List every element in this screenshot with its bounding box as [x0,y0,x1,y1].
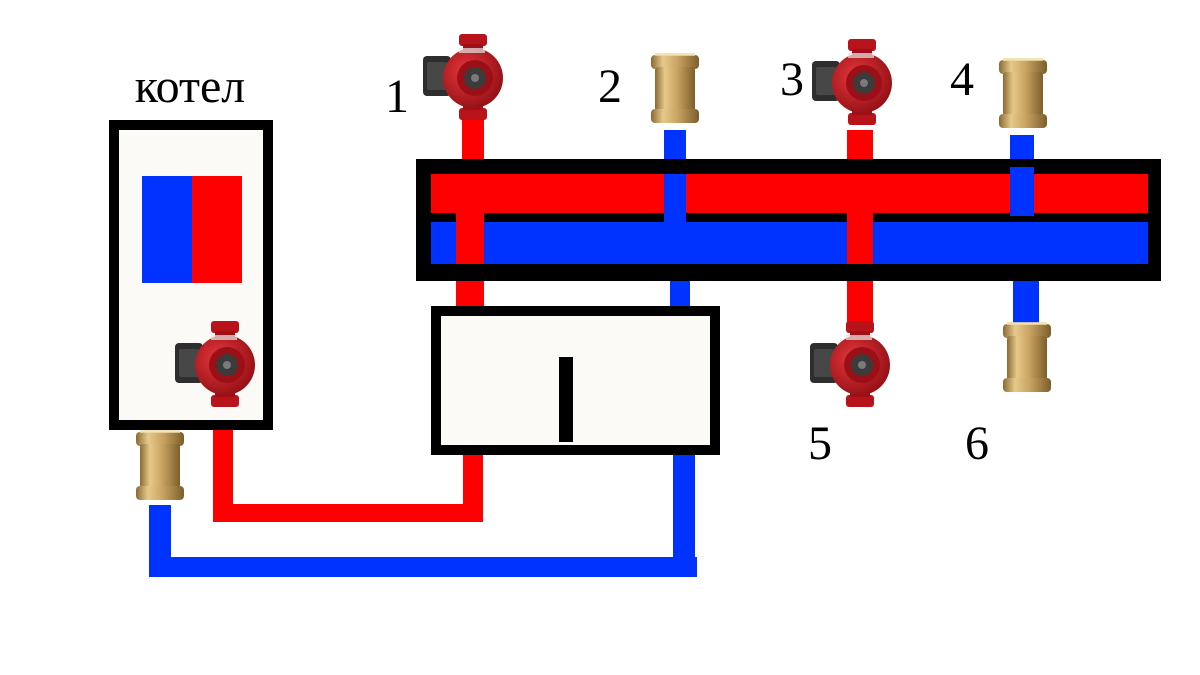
boiler-supply-pipe-vertical [213,427,233,522]
boiler-return-pipe-horizontal [149,557,697,577]
label-3: 3 [780,53,804,106]
label-4: 4 [950,53,974,106]
branch-numbers: 1 2 3 4 5 6 [385,53,989,470]
boiler-label: котел [135,60,245,113]
separator-body [431,306,720,455]
manifold-hot-channel [431,174,1148,213]
manifold-link-2 [664,174,686,222]
branch-6-pipe [1013,278,1039,323]
branch-1-pump-icon [423,34,503,120]
branch-5-pipe [847,278,873,323]
separator-baffle [559,357,573,442]
label-1: 1 [385,70,409,123]
label-6: 6 [965,417,989,470]
branch-3-pump-icon [812,39,892,125]
boiler-supply-pipe-horizontal [213,504,483,522]
boiler: котел [109,60,273,430]
label-5: 5 [808,417,832,470]
separator-return-outlet-pipe [673,452,695,577]
manifold-link-1 [456,212,484,264]
boiler-hot-indicator [192,176,242,283]
boiler-return-valve-icon [136,430,184,500]
distribution-manifold [416,159,1161,281]
boiler-cold-indicator [142,176,192,283]
manifold-cold-channel [431,222,1148,264]
label-2: 2 [598,60,622,113]
branch-1-pipe [462,120,484,165]
separator-supply-inlet-pipe [463,452,483,522]
manifold-link-5 [847,212,873,264]
manifold-link-4 [1010,167,1034,216]
boiler-circuit-pipes [149,427,697,577]
branch-6-valve-icon [1003,322,1051,392]
branch-4-valve-icon [999,58,1047,128]
separator-return-riser-pipe [670,278,690,310]
hydraulic-separator [431,306,720,455]
branch-5-pump-icon [810,321,890,407]
branch-2-valve-icon [651,53,699,123]
